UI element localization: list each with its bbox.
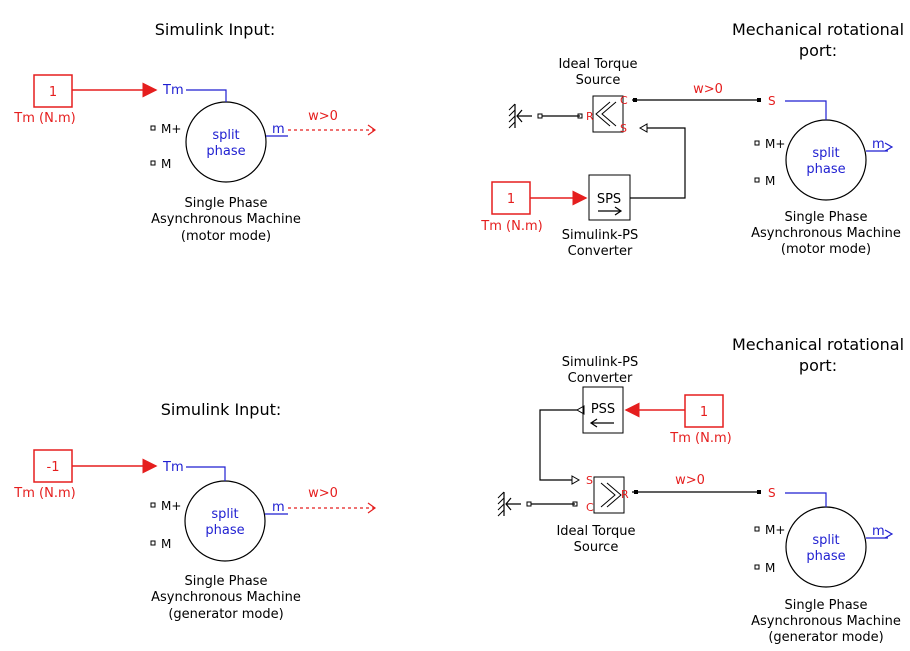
motor-converter-caption-1: Simulink-PS [562,228,639,243]
motor-ts-port-r: R [586,110,594,123]
generator-ts-port-r: R [621,488,629,501]
motor-machine-port-s: S [768,94,776,108]
generator-pss-converter[interactable]: PSS [582,386,624,434]
generator-converter-caption-2: Converter [568,371,633,386]
motor-sps-converter[interactable]: SPS [588,174,631,221]
motor-ts-title-2: Source [576,73,621,88]
generator-mech-caption-3: (generator mode) [768,630,883,645]
motor-converter-feedback-line [614,127,686,199]
generator-mech-caption-1: Single Phase [785,598,868,613]
motor-constant-block[interactable]: 1 [33,74,73,108]
generator-caption-3: (generator mode) [168,607,283,622]
generator-simulink-heading: Simulink Input: [161,400,282,419]
generator-caption-2: Asynchronous Machine [151,590,301,605]
generator-port-out: m [272,500,285,515]
generator-mech-port-m: M [765,561,775,575]
generator-mech-panel: Mechanical rotational port: Simulink-PS … [497,335,904,645]
motor-constant-value: 1 [49,85,57,100]
generator-mech-reference-icon [497,491,532,517]
motor-mech-constant-value: 1 [507,192,515,207]
motor-mech-constant-label: Tm (N.m) [480,219,542,234]
motor-speed-label: w>0 [308,109,338,124]
motor-caption-2: Asynchronous Machine [151,212,301,227]
motor-ideal-torque-source[interactable]: R C S [586,94,628,135]
motor-mech-machine-text-2: phase [806,162,845,177]
generator-mech-machine-text-1: split [812,533,839,548]
generator-ts-port-c: C [586,501,594,514]
motor-mech-speed-label: w>0 [693,82,723,97]
motor-mech-heading-2: port: [799,41,837,60]
generator-port-m: M [161,537,171,551]
generator-ts-title-1: Ideal Torque [556,524,635,539]
generator-machine-text-1: split [211,507,238,522]
motor-mech-port-mplus: M+ [765,137,785,151]
generator-mech-port-out: m [872,524,885,539]
motor-ts-port-s: S [620,122,627,135]
generator-mech-constant-block[interactable]: 1 [684,394,724,428]
motor-caption-3: (motor mode) [181,229,271,244]
motor-machine-text-1: split [212,128,239,143]
generator-converter-symbol: PSS [591,402,615,417]
motor-machine-block[interactable]: split phase [185,101,267,183]
motor-mech-port-m: M [765,174,775,188]
motor-mech-caption-2: Asynchronous Machine [751,226,901,241]
generator-converter-caption-1: Simulink-PS [562,355,639,370]
motor-port-m: M [161,157,171,171]
motor-mech-constant-block[interactable]: 1 [491,181,531,215]
motor-converter-caption-2: Converter [568,244,633,259]
motor-constant-label: Tm (N.m) [13,111,75,126]
generator-machine-block[interactable]: split phase [184,480,266,562]
generator-mech-heading-2: port: [799,356,837,375]
generator-caption-1: Single Phase [185,574,268,589]
motor-mech-panel: Mechanical rotational port: Ideal Torque… [480,20,904,259]
motor-mech-machine-block[interactable]: split phase [785,119,867,201]
motor-mech-machine-text-1: split [812,146,839,161]
generator-constant-label: Tm (N.m) [13,486,75,501]
generator-port-tm: Tm [162,460,184,475]
generator-mech-machine-block[interactable]: split phase [785,506,867,588]
generator-port-mplus: M+ [161,499,181,513]
generator-constant-value: -1 [47,460,60,475]
motor-caption-1: Single Phase [185,196,268,211]
motor-converter-symbol: SPS [597,192,621,207]
motor-m-port-marker [150,160,156,166]
motor-port-tm: Tm [162,83,184,98]
motor-mech-port-out: m [872,137,885,152]
motor-mech-caption-1: Single Phase [785,210,868,225]
generator-ts-port-s: S [586,474,593,487]
motor-machine-text-2: phase [206,144,245,159]
motor-simulink-heading: Simulink Input: [155,20,276,39]
generator-mech-port-mplus: M+ [765,523,785,537]
motor-tm-port-line [186,89,227,102]
generator-mech-speed-label: w>0 [675,473,705,488]
generator-converter-output-line [539,409,577,481]
generator-simulink-panel: Simulink Input: -1 Tm (N.m) split phase … [13,400,377,622]
motor-port-out: m [272,122,285,137]
motor-mech-caption-3: (motor mode) [781,242,871,257]
motor-port-mplus: M+ [161,122,181,136]
motor-ts-title-1: Ideal Torque [558,57,637,72]
motor-mech-reference-icon [508,103,543,129]
generator-mech-caption-2: Asynchronous Machine [751,614,901,629]
generator-ideal-torque-source[interactable]: S C R [586,474,629,514]
motor-mech-heading-1: Mechanical rotational [732,20,904,39]
motor-mplus-port-marker [150,125,156,131]
generator-mech-machine-text-2: phase [806,549,845,564]
motor-simulink-panel: Simulink Input: 1 Tm (N.m) split phase T… [13,20,377,244]
generator-mech-constant-label: Tm (N.m) [669,431,731,446]
generator-machine-text-2: phase [205,523,244,538]
generator-ts-title-2: Source [574,540,619,555]
motor-ts-port-c: C [620,94,628,107]
generator-constant-block[interactable]: -1 [33,449,73,483]
generator-mech-heading-1: Mechanical rotational [732,335,904,354]
generator-speed-label: w>0 [308,486,338,501]
generator-mech-constant-value: 1 [700,405,708,420]
generator-machine-port-s: S [768,486,776,500]
